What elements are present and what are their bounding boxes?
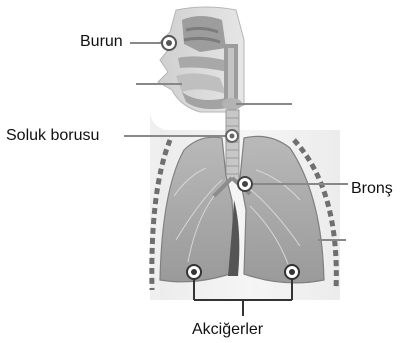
bronchus-marker-icon (238, 177, 252, 191)
nose-marker-icon (162, 36, 176, 50)
head-section (158, 7, 244, 112)
lungs-label: Akciğerler (192, 322, 263, 338)
bronchus-label: Bronş (351, 181, 393, 197)
nose-label: Burun (80, 34, 123, 50)
left-lung-marker-icon (187, 265, 201, 279)
right-lung-marker-icon (285, 265, 299, 279)
trachea-marker-icon (226, 130, 238, 142)
trachea-label: Soluk borusu (6, 128, 99, 144)
